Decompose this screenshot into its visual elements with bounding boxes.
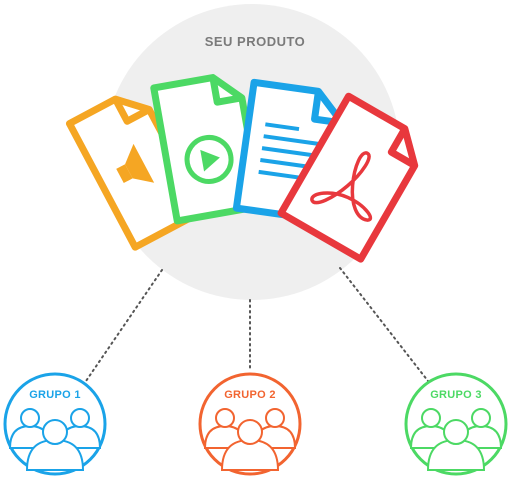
- connector-group-3: [339, 267, 429, 382]
- group-1-node: [3, 372, 107, 476]
- people-icon: [8, 408, 102, 471]
- people-icon: [203, 408, 297, 471]
- play-icon: [184, 134, 234, 184]
- connectors: [85, 267, 429, 382]
- product-title: SEU PRODUTO: [204, 34, 306, 49]
- video-file-icon: [150, 74, 265, 225]
- group-2-label: GRUPO 2: [224, 389, 276, 401]
- acrobat-icon: [310, 151, 373, 222]
- group-2-node: [198, 372, 302, 476]
- pdf-file-icon: [277, 92, 419, 263]
- people-icon: [409, 408, 503, 471]
- group-3-node: [404, 372, 508, 476]
- speaker-icon: [116, 143, 155, 184]
- connector-group-1: [85, 269, 163, 382]
- group-1-label: GRUPO 1: [29, 389, 81, 401]
- group-3-label: GRUPO 3: [430, 389, 482, 401]
